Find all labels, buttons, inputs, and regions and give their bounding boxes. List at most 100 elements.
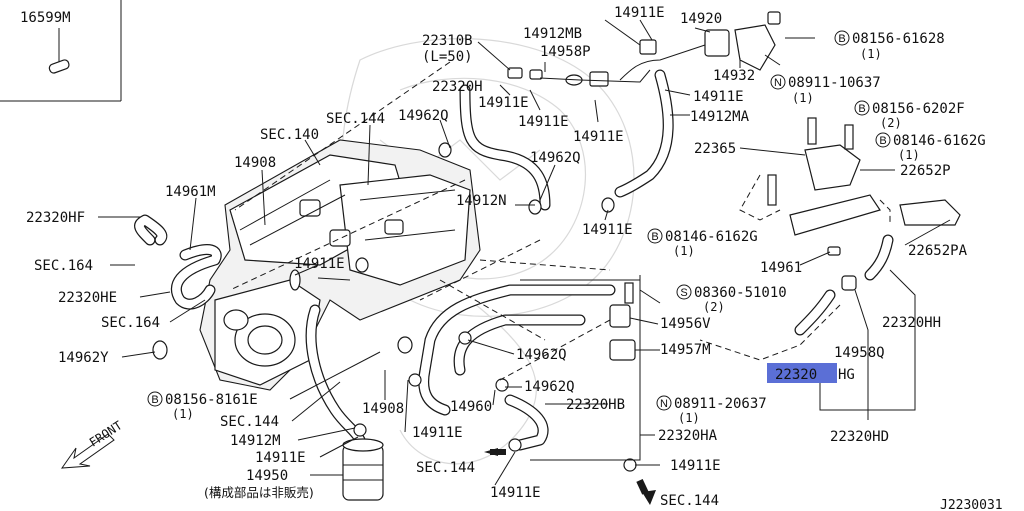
label-14912MA: 14912MA <box>690 109 750 125</box>
label-08156-61628: 08156-61628 <box>852 31 945 47</box>
label-08156-61628-qty: (1) <box>860 47 882 61</box>
label-08156-8161E-qty: (1) <box>172 407 194 421</box>
svg-text:B: B <box>838 33 845 45</box>
label-14908-b: 14908 <box>362 401 404 417</box>
label-14962Q-d: 14962Q <box>524 379 575 395</box>
part-16599M: 16599M <box>20 10 71 26</box>
label-08156-6202F: 08156-6202F <box>872 101 965 117</box>
label-22320HB: 22320HB <box>566 397 625 413</box>
label-08911-20637: 08911-20637 <box>674 396 767 412</box>
dashed-connectors <box>229 61 891 381</box>
label-22365: 22365 <box>694 141 736 157</box>
label-14911E-i: 14911E <box>412 425 463 441</box>
label-22652PA: 22652PA <box>908 243 968 259</box>
label-length: (L=50) <box>422 49 473 65</box>
svg-text:S: S <box>680 287 687 299</box>
label-08156-8161E: 08156-8161E <box>165 392 258 408</box>
label-14911E-j: 14911E <box>670 458 721 474</box>
label-14961: 14961 <box>760 260 802 276</box>
label-sec140: SEC.140 <box>260 127 319 143</box>
labels-top: 22310B (L=50) 14912MB 14958P 14911E 1492… <box>422 5 945 145</box>
label-22320HH: 22320HH <box>882 315 941 331</box>
canister-14950 <box>342 438 384 501</box>
label-14912MB: 14912MB <box>523 26 582 42</box>
label-sec144-b: SEC.144 <box>220 414 279 430</box>
svg-text:B: B <box>651 231 658 243</box>
top-fittings <box>507 11 781 87</box>
label-08911-20637-qty: (1) <box>678 411 700 425</box>
label-08146-6162G-a-qty: (1) <box>898 148 920 162</box>
label-sec144-a: SEC.144 <box>326 111 385 127</box>
label-08146-6162G-b: 08146-6162G <box>665 229 758 245</box>
label-drawing-id: J2230031 <box>940 498 1003 511</box>
bracket-lines <box>520 269 916 461</box>
labels-bottom: 14962Q 14962Q 14960 22320HB 08911-20637 … <box>412 347 1003 511</box>
label-08146-6162G-a: 08146-6162G <box>893 133 986 149</box>
circled-letter-n-icon <box>656 74 786 411</box>
label-08360-51010-qty: (2) <box>703 300 725 314</box>
label-14958Q: 14958Q <box>834 345 885 361</box>
label-08911-10637-qty: (1) <box>792 91 814 105</box>
label-14932: 14932 <box>713 68 755 84</box>
label-22320HE: 22320HE <box>58 290 117 306</box>
circled-letter-b-icon <box>147 30 891 407</box>
label-14911E-b: 14911E <box>478 95 529 111</box>
label-note-jp: (構成部品は非販売) <box>204 485 314 500</box>
label-14908-a: 14908 <box>234 155 276 171</box>
label-14961M: 14961M <box>165 184 216 200</box>
label-14911E-f: 14911E <box>582 222 633 238</box>
label-sec144-c: SEC.144 <box>416 460 475 476</box>
label-14956V: 14956V <box>660 316 711 332</box>
label-front: FRONT <box>87 418 125 449</box>
right-bracket-components <box>609 117 961 361</box>
hose-clip-part <box>48 59 70 74</box>
svg-text:N: N <box>660 398 668 410</box>
label-14958P: 14958P <box>540 44 591 60</box>
svg-text:B: B <box>879 135 886 147</box>
label-sec164-b: SEC.164 <box>101 315 160 331</box>
circled-letter-s-icon <box>676 284 692 300</box>
inset-box: 16599M <box>0 0 122 102</box>
label-22320H: 22320H <box>432 79 483 95</box>
label-14962Q-a: 14962Q <box>398 108 449 124</box>
filled-arrow-icon <box>642 490 656 505</box>
label-22320HG-prefix: 22320 <box>775 367 817 383</box>
front-arrow-icon <box>60 433 115 469</box>
clamps <box>152 142 637 472</box>
svg-text:N: N <box>774 77 782 89</box>
label-14911E-g: 14911E <box>294 256 345 272</box>
label-08146-6162G-b-qty: (1) <box>673 244 695 258</box>
label-14912N: 14912N <box>456 193 507 209</box>
label-14911E-a: 14911E <box>614 5 665 21</box>
label-14912M: 14912M <box>230 433 281 449</box>
label-14962Q-b: 14962Q <box>530 150 581 166</box>
label-14962Q-c: 14962Q <box>516 347 567 363</box>
label-08156-6202F-qty: (2) <box>880 116 902 130</box>
label-sec144-d: SEC.144 <box>660 493 719 509</box>
label-08360-51010: 08360-51010 <box>694 285 787 301</box>
svg-text:B: B <box>858 103 865 115</box>
label-22320HF: 22320HF <box>26 210 85 226</box>
label-14911E-e: 14911E <box>693 89 744 105</box>
label-14957M: 14957M <box>660 342 711 358</box>
circle-letter-glyphs: B B B B B N N S <box>151 33 886 410</box>
label-08911-10637: 08911-10637 <box>788 75 881 91</box>
label-14911E-k: 14911E <box>490 485 541 501</box>
label-22320HA: 22320HA <box>658 428 718 444</box>
highlight-22320HG <box>767 363 837 383</box>
label-14911E-c: 14911E <box>518 114 569 130</box>
engine-assembly <box>199 139 481 391</box>
labels-right: 08156-6202F (2) 08146-6162G (1) 22365 22… <box>660 101 986 383</box>
label-14911E-h: 14911E <box>255 450 306 466</box>
label-sec164-a: SEC.164 <box>34 258 93 274</box>
flow-arrows <box>484 448 656 505</box>
label-14920: 14920 <box>680 11 722 27</box>
label-22320HD: 22320HD <box>830 429 889 445</box>
label-14950: 14950 <box>246 468 288 484</box>
label-22320HG-suffix: HG <box>838 367 855 383</box>
label-14962Y: 14962Y <box>58 350 109 366</box>
label-22310B: 22310B <box>422 33 473 49</box>
labels-engine: SEC.144 14962Q SEC.140 14908 14962Q 1491… <box>26 108 633 500</box>
label-14960: 14960 <box>450 399 492 415</box>
